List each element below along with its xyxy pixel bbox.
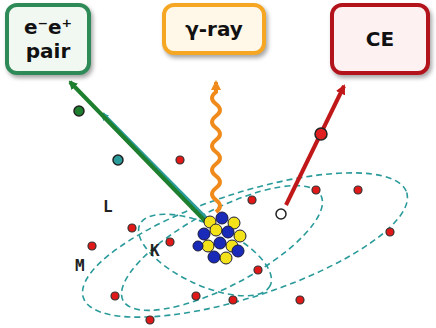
orbits bbox=[67, 143, 422, 328]
gamma-box: γ-ray bbox=[162, 3, 266, 55]
box-label: e⁻e⁺ pair bbox=[15, 15, 81, 63]
shell-label: L bbox=[103, 199, 113, 215]
shell-label: K bbox=[150, 243, 160, 259]
ce-box: CE bbox=[330, 3, 430, 75]
shell-label: M bbox=[75, 258, 85, 274]
emitted-electrons bbox=[74, 106, 327, 219]
nucleus bbox=[193, 212, 246, 264]
orbital-electrons bbox=[88, 156, 394, 324]
emission-arrows bbox=[70, 82, 344, 225]
pair-box: e⁻e⁺ pair bbox=[5, 3, 91, 75]
box-label: CE bbox=[366, 27, 394, 51]
box-label: γ-ray bbox=[185, 17, 243, 41]
